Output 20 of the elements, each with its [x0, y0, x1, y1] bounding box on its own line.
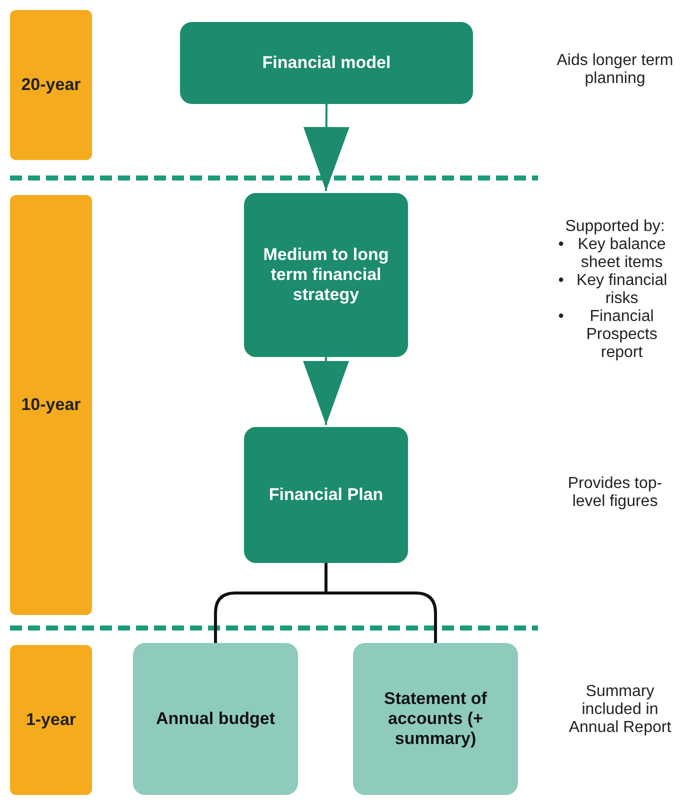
- timescale-band: 20-year: [10, 10, 92, 160]
- bullet-mark: •: [558, 236, 564, 254]
- process-box: Financial model: [180, 22, 473, 104]
- annotation-text: Aids longer term planning: [556, 52, 674, 88]
- annotation-text: Provides top-level figures: [566, 475, 664, 511]
- bullet-item: Key financial risks: [575, 272, 668, 308]
- output-box: Statement of accounts (+ summary): [353, 643, 518, 795]
- bullet-mark: •: [558, 308, 564, 326]
- annotation-text: Supported by:: [564, 218, 666, 236]
- process-box: Medium to long term financial strategy: [244, 193, 408, 357]
- arrow: [303, 104, 350, 191]
- bullet-mark: •: [558, 272, 564, 290]
- annotation-text: Summary included in Annual Report: [568, 683, 672, 737]
- process-box: Financial Plan: [244, 427, 408, 563]
- timescale-band: 10-year: [10, 195, 92, 615]
- arrow: [303, 357, 349, 425]
- bullet-item: Financial Prospects report: [585, 308, 658, 362]
- timescale-band: 1-year: [10, 645, 92, 795]
- output-box: Annual budget: [133, 643, 298, 795]
- bullet-item: Key balance sheet items: [576, 236, 667, 272]
